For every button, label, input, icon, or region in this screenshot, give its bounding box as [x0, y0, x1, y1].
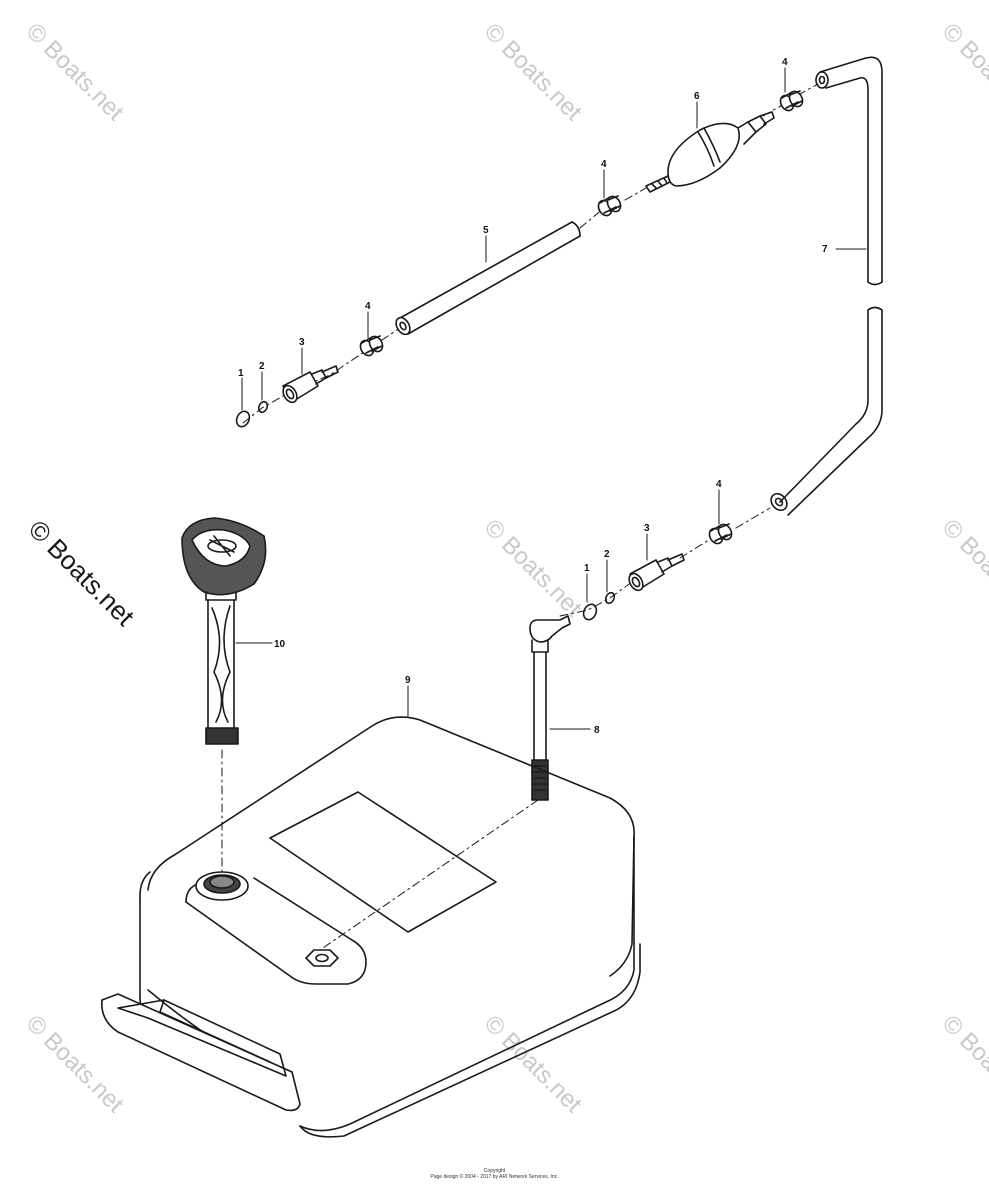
footer-line-2: Page design © 2004 - 2017 by ARI Network… — [430, 1174, 559, 1180]
callout-9: 9 — [405, 675, 411, 686]
part-9-fuel-tank — [101, 716, 641, 1138]
callout-leaders — [235, 67, 867, 730]
part-4-clamp-d — [708, 523, 733, 545]
callout-4-a: 4 — [365, 301, 371, 312]
part-1-oring-upper — [235, 410, 251, 428]
callout-2-lower: 2 — [604, 549, 610, 560]
callout-8: 8 — [594, 725, 600, 736]
callout-4-c: 4 — [782, 57, 788, 68]
part-4-clamp-b — [597, 195, 622, 217]
part-6-primer-bulb — [645, 111, 775, 193]
part-10-fuel-gauge — [181, 517, 267, 745]
part-5-fuel-line — [395, 221, 581, 336]
part-8-pickup-tube — [529, 615, 571, 801]
callout-1-upper: 1 — [238, 368, 244, 379]
center-line-lower — [559, 507, 771, 617]
part-2-ring-lower — [604, 591, 616, 605]
callout-3-lower: 3 — [644, 523, 650, 534]
part-7-hose-lower — [770, 306, 883, 516]
part-2-ring-upper — [257, 400, 269, 414]
center-line-pickup — [319, 799, 539, 951]
part-3-connector-upper — [282, 365, 339, 404]
callout-6: 6 — [694, 91, 700, 102]
footer-copyright: Copyright Page design © 2004 - 2017 by A… — [0, 1168, 989, 1180]
callout-5: 5 — [483, 225, 489, 236]
part-3-connector-lower — [628, 553, 685, 592]
part-1-oring-lower — [582, 603, 598, 621]
callout-10: 10 — [274, 639, 286, 650]
callout-4-d: 4 — [716, 479, 722, 490]
callout-1-lower: 1 — [584, 563, 590, 574]
part-4-clamp-a — [359, 335, 384, 357]
callout-4-b: 4 — [601, 159, 607, 170]
callout-3-upper: 3 — [299, 337, 305, 348]
part-4-clamp-c — [779, 90, 804, 112]
callout-7: 7 — [822, 244, 828, 255]
callout-2-upper: 2 — [259, 361, 265, 372]
footer-line-1: Copyright — [483, 1168, 506, 1174]
part-7-hose-upper — [815, 56, 883, 286]
